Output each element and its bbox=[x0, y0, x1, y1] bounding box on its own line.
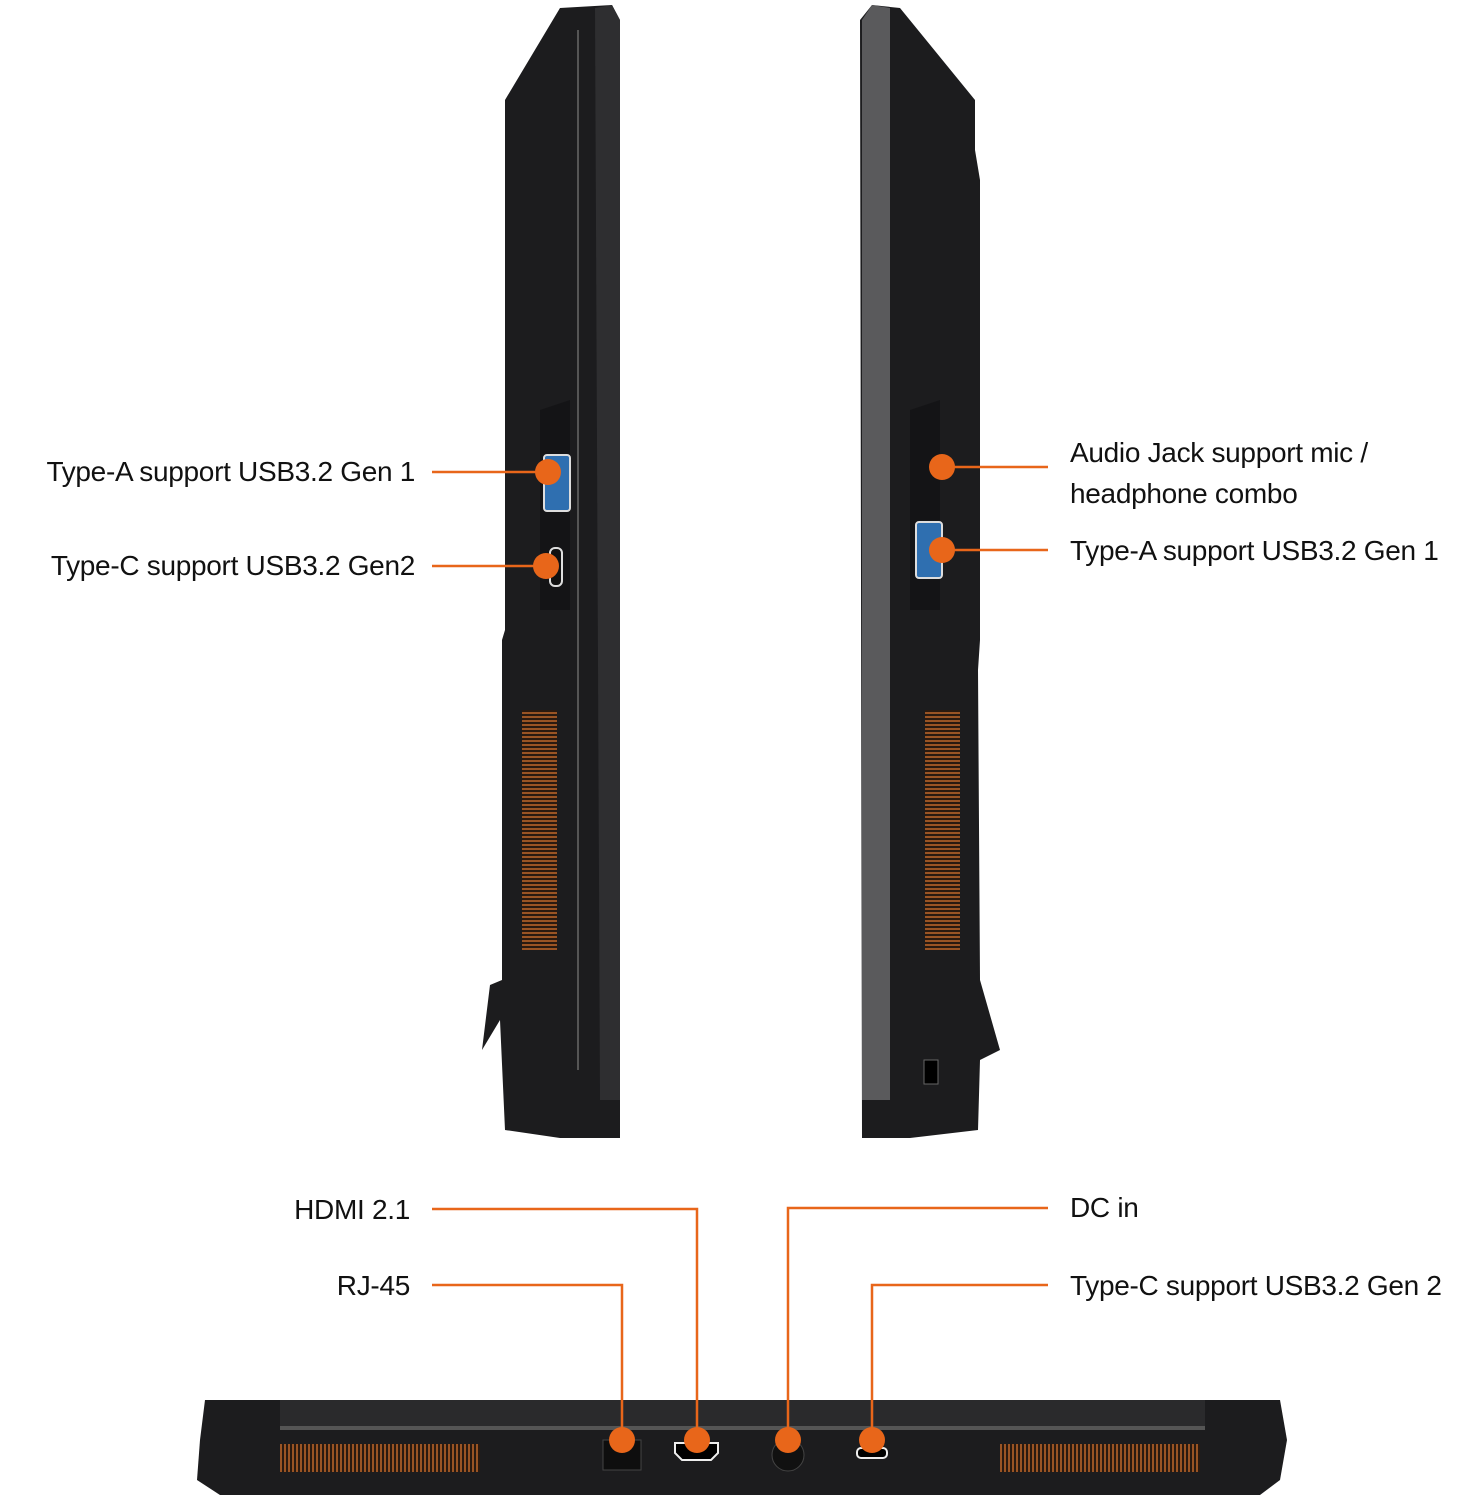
label-right-audio-line2: headphone combo bbox=[1070, 478, 1298, 509]
label-dc-in: DC in bbox=[1070, 1192, 1139, 1223]
laptop-right-side bbox=[860, 5, 1000, 1138]
callout-dots bbox=[533, 454, 955, 1453]
callout-lines bbox=[432, 465, 1048, 1440]
label-right-audio-line1: Audio Jack support mic / bbox=[1070, 437, 1368, 468]
label-right-usb-a: Type-A support USB3.2 Gen 1 bbox=[1070, 535, 1439, 566]
label-left-usb-a: Type-A support USB3.2 Gen 1 bbox=[46, 456, 415, 487]
laptop-rear bbox=[197, 1400, 1287, 1495]
label-rear-usb-c: Type-C support USB3.2 Gen 2 bbox=[1070, 1270, 1442, 1301]
label-hdmi: HDMI 2.1 bbox=[294, 1194, 410, 1225]
label-left-usb-c: Type-C support USB3.2 Gen2 bbox=[50, 550, 415, 581]
lock-slot bbox=[923, 1059, 939, 1085]
label-rj45: RJ-45 bbox=[336, 1270, 411, 1301]
